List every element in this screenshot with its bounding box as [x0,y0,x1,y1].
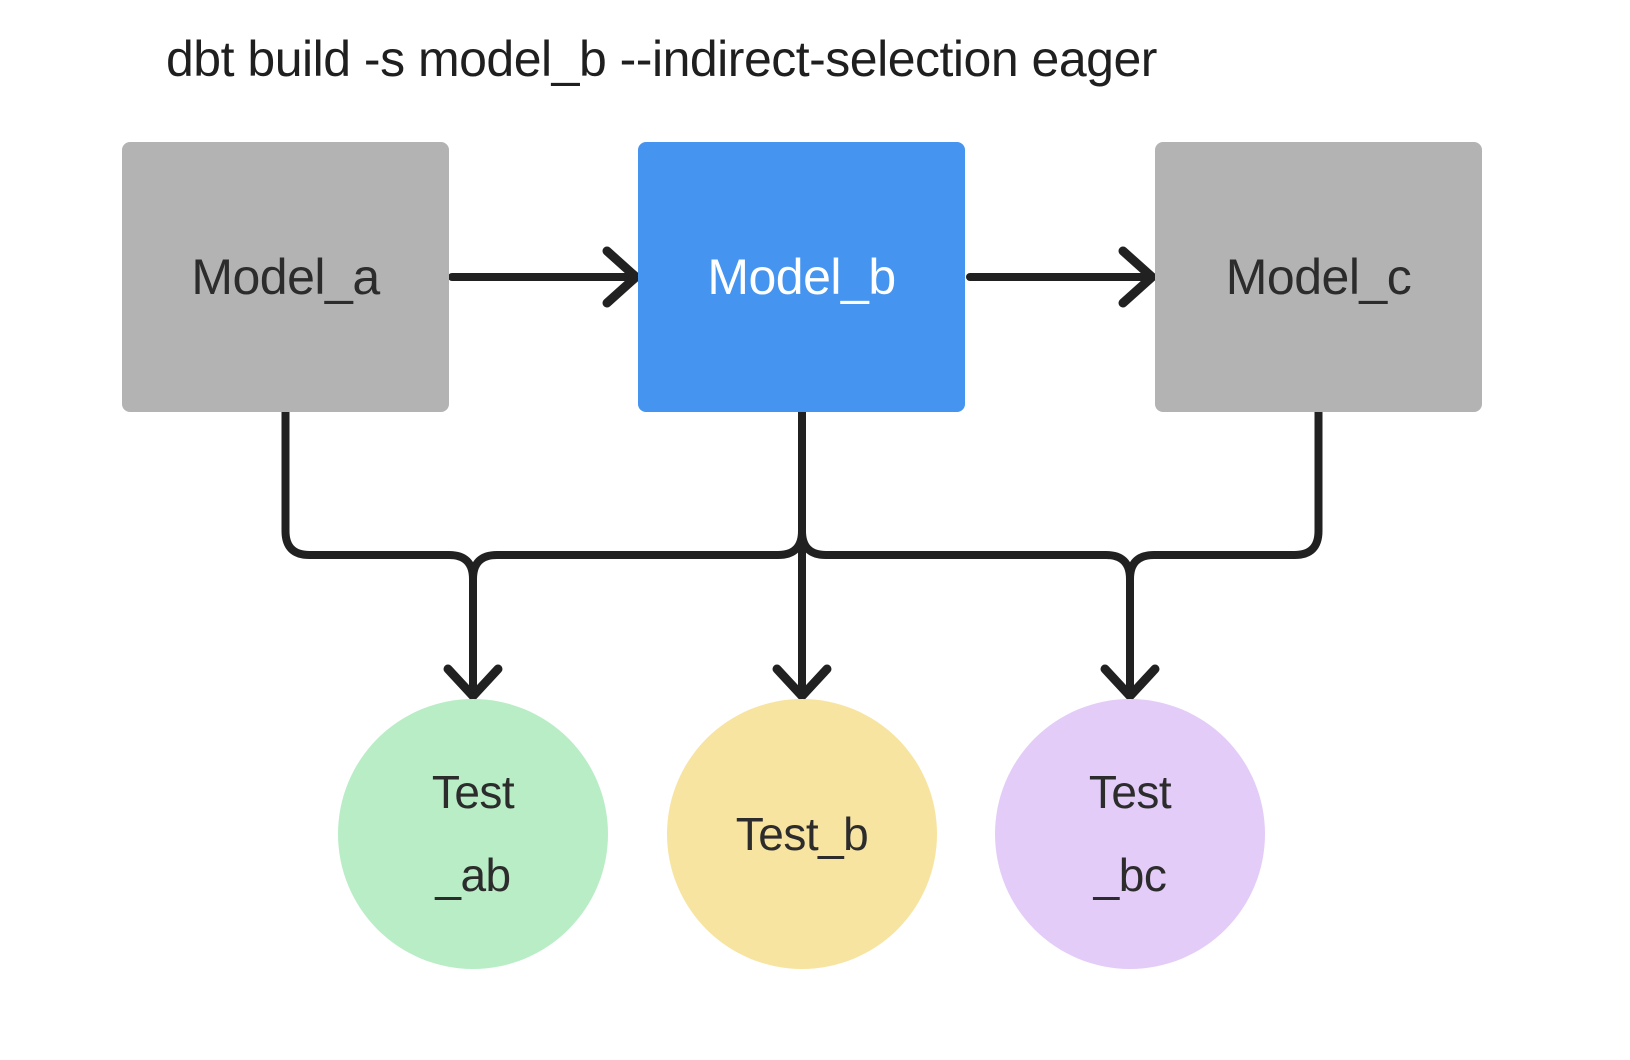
node-model-b-selected: Model_b [638,142,965,412]
node-model-a: Model_a [122,142,449,412]
node-model-a-label: Model_a [191,249,380,305]
node-test-ab: Test _ab [338,699,608,969]
edge-model_b-test_ab [469,408,806,692]
node-model-c: Model_c [1155,142,1482,412]
node-model-c-label: Model_c [1225,249,1412,305]
node-test-b: Test_b [667,699,937,969]
node-test-bc-label-line1: Test [1088,766,1172,819]
node-test-ab-label-line2: _ab [435,849,511,901]
node-model-b-label: Model_b [707,249,896,305]
node-test-bc-label-line2: _bc [1093,849,1167,901]
node-test-bc: Test _bc [995,699,1265,969]
arrowhead-icon [443,664,503,701]
edge-model_b-test_bc [798,408,1134,692]
arrowhead-icon [602,246,641,308]
arrowhead-icon [1100,664,1160,701]
arrowhead-icon [1118,246,1157,308]
arrowhead-icon [772,664,832,701]
node-test-ab-label-line1: Test [431,766,515,819]
node-test-b-label: Test_b [735,807,869,860]
edge-model_a-test_ab [281,408,477,692]
edge-model_c-test_bc [1126,408,1323,692]
diagram-title: dbt build -s model_b --indirect-selectio… [166,31,1157,87]
